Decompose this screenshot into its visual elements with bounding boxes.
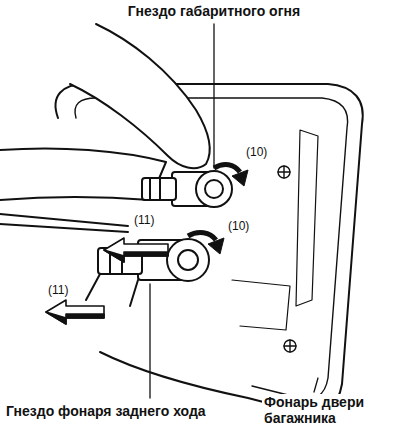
screwdriver <box>0 214 128 232</box>
pull-arrow <box>46 300 104 324</box>
rotation-arrow <box>188 233 216 240</box>
housing-rib <box>296 130 318 306</box>
callout-number: (11) <box>46 284 70 298</box>
leader-line <box>213 24 214 168</box>
leader-line <box>149 284 150 398</box>
part-label: Гнездо фонаря заднего хода <box>4 403 208 419</box>
callout-number: (10) <box>226 220 251 234</box>
part-label: Фонарь двери багажника <box>262 394 384 426</box>
pull-arrow <box>104 238 168 262</box>
housing-inner <box>75 98 348 399</box>
pull-arrow-shade <box>104 250 168 262</box>
pull-arrow-shade <box>46 312 104 324</box>
part-label: Гнездо габаритного огня <box>126 3 302 19</box>
reversing-lamp-socket <box>86 239 209 306</box>
position-lamp-socket <box>142 171 232 207</box>
rotation-arrow-head <box>232 170 248 186</box>
leader-line <box>314 378 318 392</box>
rotation-arrow-head <box>208 238 224 254</box>
rotation-arrow <box>214 165 240 172</box>
callout-number: (10) <box>244 146 269 160</box>
lamp-housing <box>56 84 363 414</box>
housing-rib <box>232 280 290 330</box>
thumb <box>70 24 210 168</box>
callout-number: (11) <box>132 214 156 228</box>
screw <box>278 166 296 352</box>
